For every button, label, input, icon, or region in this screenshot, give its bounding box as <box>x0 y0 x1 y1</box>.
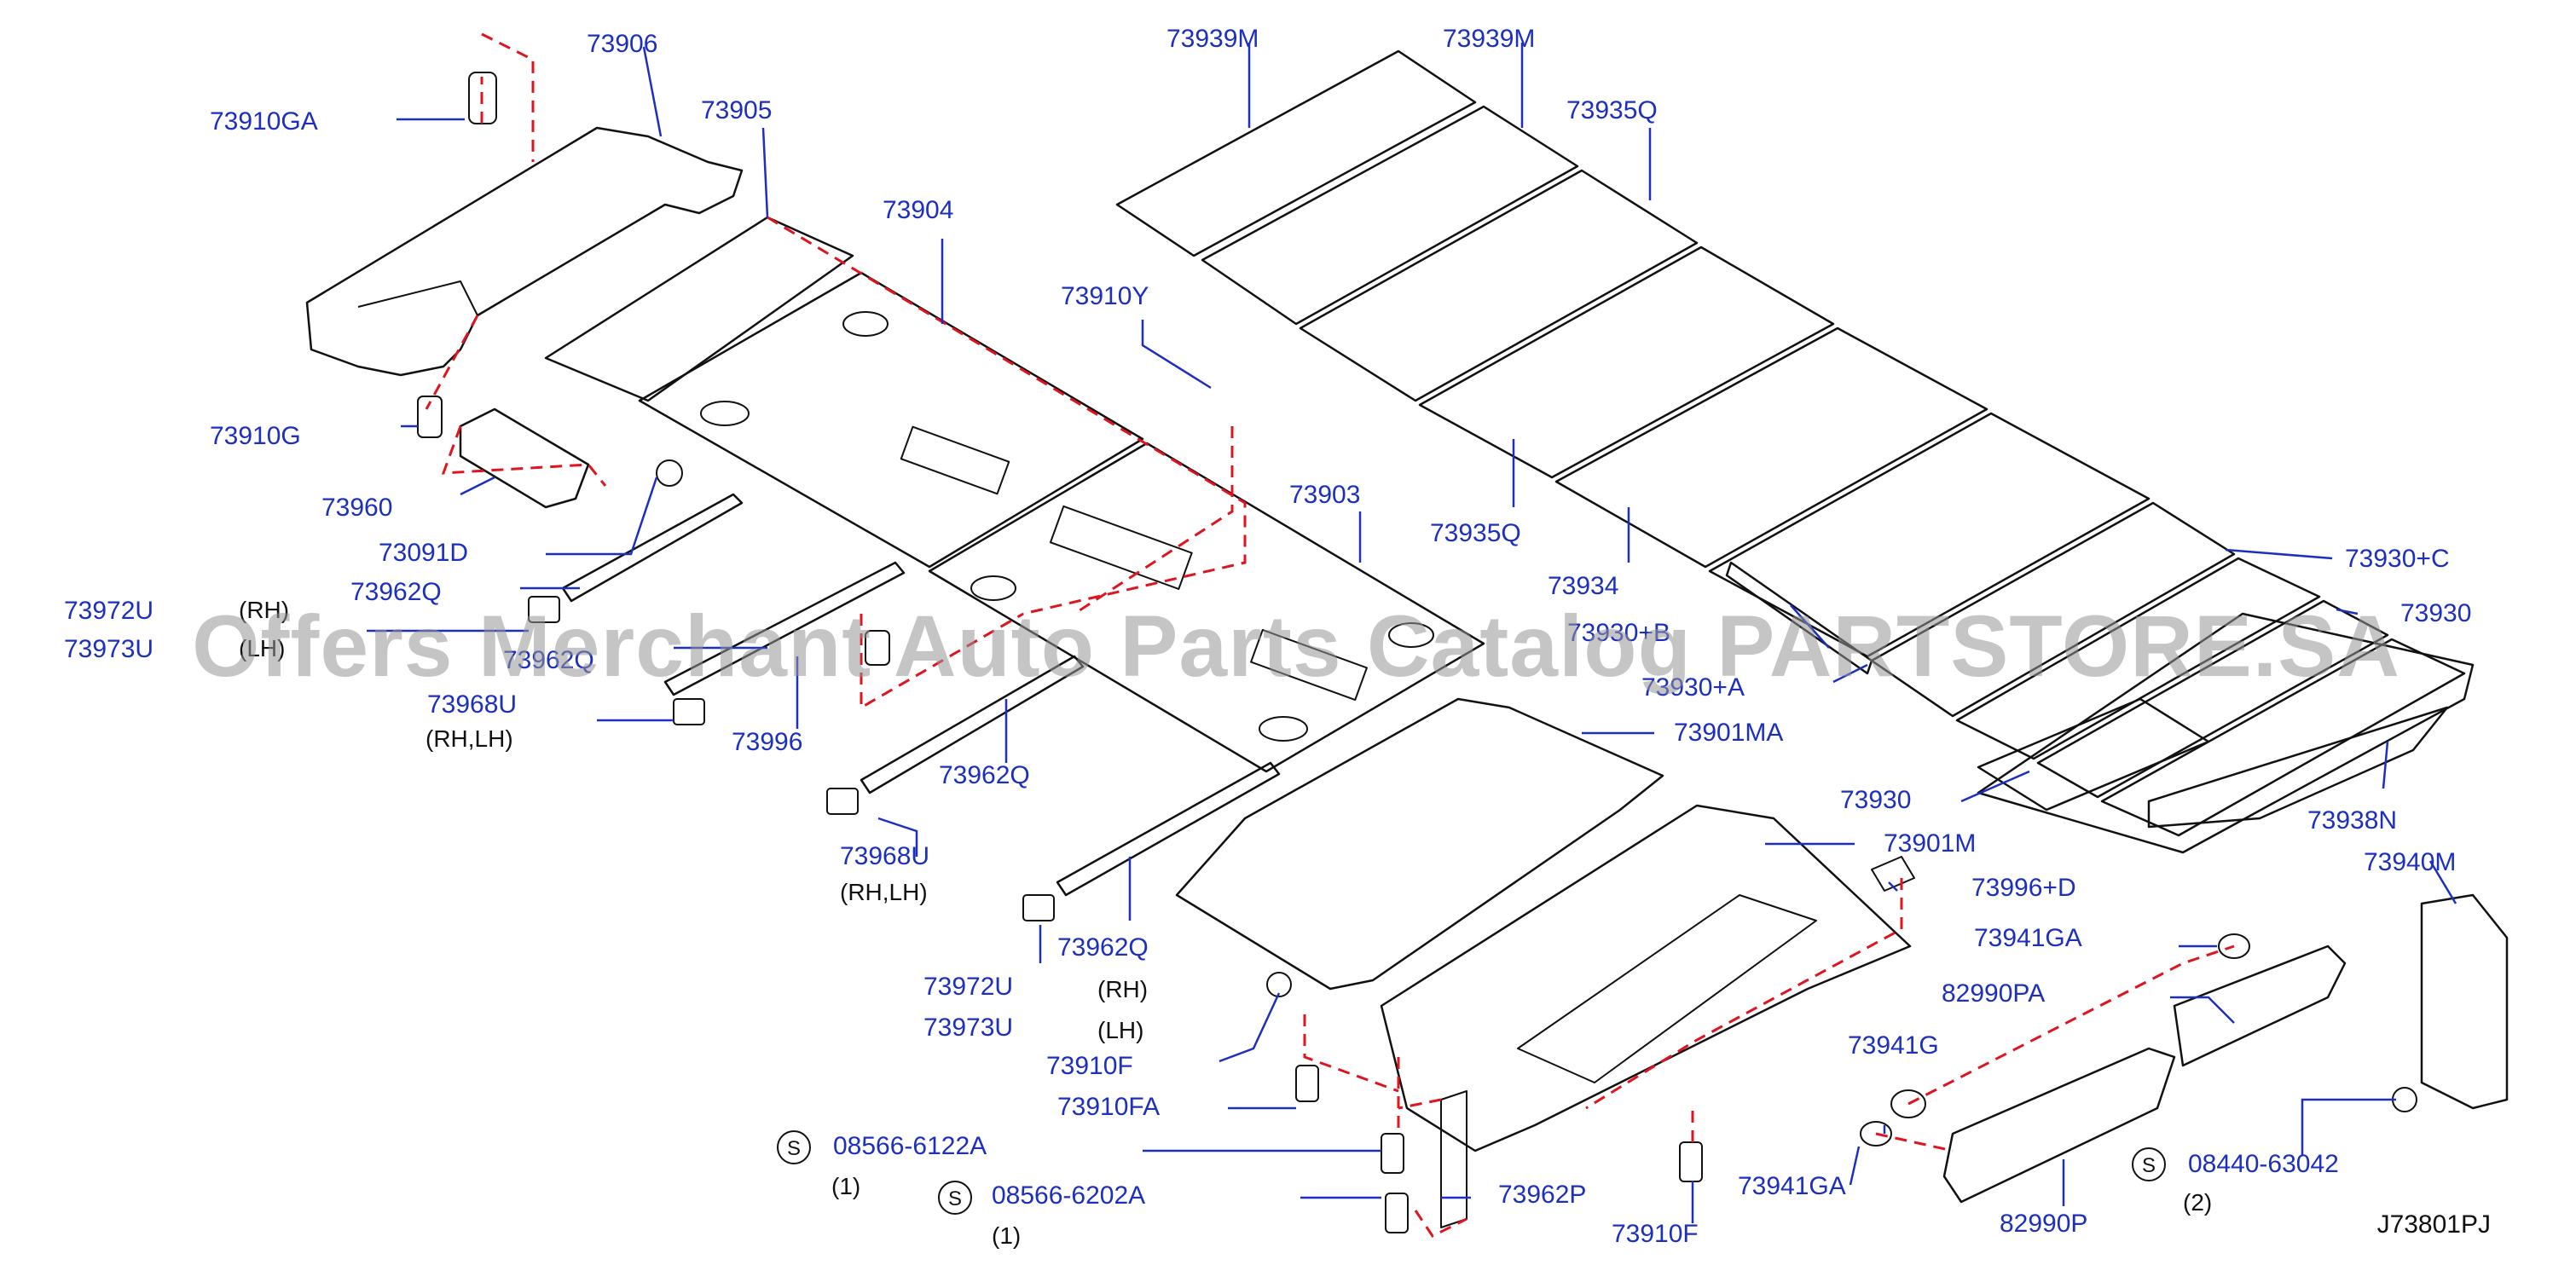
label-73962Q-a[interactable]: 73962Q <box>350 578 442 606</box>
label-73962Q-c[interactable]: 73962Q <box>939 761 1030 789</box>
label-73091D[interactable]: 73091D <box>379 539 469 567</box>
note-rhlh-a: (RH,LH) <box>425 725 513 752</box>
panel-73903 <box>928 442 1485 773</box>
panel-73905 <box>544 216 854 402</box>
headliner-73901M <box>1380 804 1912 1152</box>
label-73910Y[interactable]: 73910Y <box>1061 282 1149 310</box>
label-73930-a[interactable]: 73930 <box>2400 599 2472 627</box>
screw-symbol-c: S <box>2132 1147 2166 1181</box>
label-73968U-a[interactable]: 73968U <box>427 690 518 719</box>
label-73938N[interactable]: 73938N <box>2307 806 2398 835</box>
front-headliner-73901MA <box>1175 697 1664 991</box>
note-rh-b: (RH) <box>1097 976 1149 1002</box>
label-08566-6202A[interactable]: 08566-6202A <box>992 1181 1146 1210</box>
label-73910F-a[interactable]: 73910F <box>1046 1052 1133 1080</box>
note-qty-1a: (1) <box>831 1173 861 1199</box>
screw-symbol-a: S <box>777 1130 811 1164</box>
label-73962P[interactable]: 73962P <box>1498 1181 1587 1209</box>
label-73910F-b[interactable]: 73910F <box>1612 1220 1699 1248</box>
label-73973U-a[interactable]: 73973U <box>64 635 154 663</box>
label-73973U-b[interactable]: 73973U <box>923 1014 1014 1042</box>
label-73934[interactable]: 73934 <box>1548 572 1619 600</box>
label-82990PA[interactable]: 82990PA <box>1942 979 2046 1008</box>
label-08440-63042[interactable]: 08440-63042 <box>2188 1150 2339 1178</box>
grip-82990PA <box>2173 944 2347 1067</box>
bracket-73940M <box>2420 893 2509 1110</box>
note-rhlh-b: (RH,LH) <box>840 879 928 905</box>
label-73941GA-b[interactable]: 73941GA <box>1738 1172 1846 1200</box>
grip-82990P <box>1942 1047 2176 1204</box>
label-73901MA[interactable]: 73901MA <box>1674 719 1784 747</box>
label-73940M[interactable]: 73940M <box>2364 848 2457 876</box>
note-lh-b: (LH) <box>1097 1017 1144 1043</box>
label-73910G[interactable]: 73910G <box>210 422 301 450</box>
label-73960[interactable]: 73960 <box>321 494 393 522</box>
label-73910GA[interactable]: 73910GA <box>210 107 318 136</box>
label-73901M[interactable]: 73901M <box>1884 829 1977 858</box>
label-73930-b[interactable]: 73930 <box>1840 786 1912 814</box>
label-08566-6122A[interactable]: 08566-6122A <box>833 1132 987 1160</box>
leader-lines <box>367 43 2457 1223</box>
label-73968U-b[interactable]: 73968U <box>840 842 930 870</box>
screw-symbol-b: S <box>938 1181 972 1215</box>
note-rh-a: (RH) <box>239 597 290 623</box>
note-qty-2: (2) <box>2183 1189 2213 1216</box>
rear-shell-73906 <box>305 126 744 377</box>
label-73972U-a[interactable]: 73972U <box>64 597 154 625</box>
label-73941G[interactable]: 73941G <box>1848 1031 1939 1060</box>
label-73930-plus-B[interactable]: 73930+B <box>1567 619 1670 647</box>
label-73939M-a[interactable]: 73939M <box>1166 25 1259 53</box>
label-82990P[interactable]: 82990P <box>2000 1210 2088 1238</box>
label-73962Q-b[interactable]: 73962Q <box>503 646 594 674</box>
label-73910FA[interactable]: 73910FA <box>1057 1093 1161 1121</box>
label-73930-plus-C[interactable]: 73930+C <box>2345 545 2450 573</box>
label-73996[interactable]: 73996 <box>732 728 803 756</box>
label-73930-plus-A[interactable]: 73930+A <box>1641 673 1745 702</box>
assembly-lines <box>425 32 2235 1238</box>
label-73996-plus-D[interactable]: 73996+D <box>1971 874 2076 902</box>
label-73941GA-a[interactable]: 73941GA <box>1974 924 2082 952</box>
label-73972U-b[interactable]: 73972U <box>923 973 1014 1001</box>
vent-73960 <box>459 407 590 509</box>
panel-73904 <box>638 271 1144 569</box>
label-73962Q-d[interactable]: 73962Q <box>1057 933 1149 962</box>
label-73904[interactable]: 73904 <box>883 196 954 224</box>
label-73903[interactable]: 73903 <box>1289 481 1361 509</box>
label-73905[interactable]: 73905 <box>701 96 773 124</box>
diagram-code: J73801PJ <box>2376 1210 2491 1239</box>
note-qty-1b: (1) <box>992 1222 1022 1249</box>
note-lh-a: (LH) <box>239 635 286 661</box>
label-73906[interactable]: 73906 <box>587 30 658 58</box>
label-73935Q-b[interactable]: 73935Q <box>1430 519 1521 547</box>
insulation-pads <box>1115 49 2475 854</box>
label-73935Q-a[interactable]: 73935Q <box>1566 96 1658 124</box>
label-73939M-b[interactable]: 73939M <box>1443 25 1536 53</box>
